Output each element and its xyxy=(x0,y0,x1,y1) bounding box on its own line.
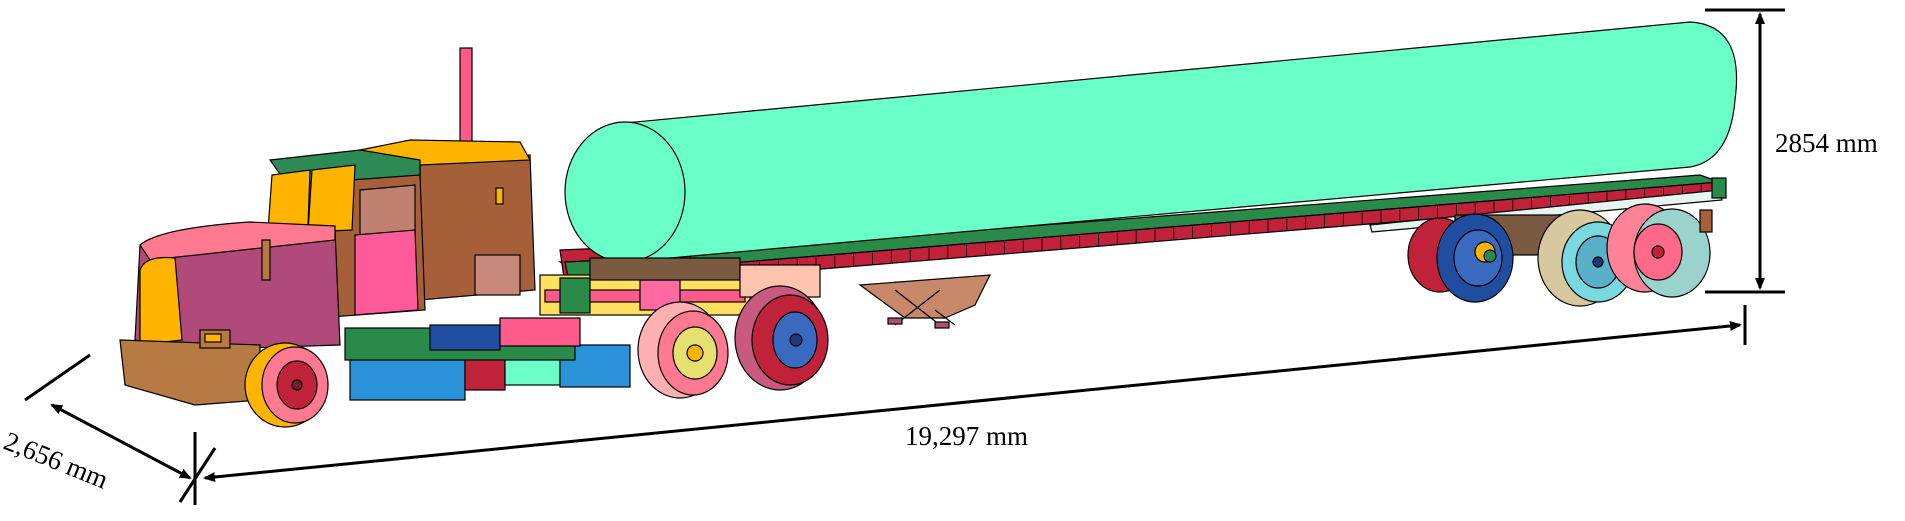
length-dimension: 19,297 mm xyxy=(178,305,1747,505)
width-label: 2,656 mm xyxy=(0,426,113,495)
height-dimension: 2854 mm xyxy=(1705,8,1878,294)
tank-body xyxy=(624,21,1738,263)
flatbed-trailer xyxy=(557,174,1727,329)
cab-window-front xyxy=(267,169,311,231)
front-bumper xyxy=(119,339,261,406)
side-mirror xyxy=(261,239,271,281)
cab-door xyxy=(354,229,419,316)
height-label: 2854 mm xyxy=(1775,128,1878,158)
grille xyxy=(139,256,183,346)
front-wheel xyxy=(244,342,329,428)
width-extension-left xyxy=(24,353,91,402)
rear-axle-assembly xyxy=(1407,177,1727,307)
fuel-tank xyxy=(349,359,466,401)
tank-cargo xyxy=(564,21,1738,263)
hood-top xyxy=(139,221,336,261)
sleeper-light xyxy=(495,187,504,205)
cab-window-front-2 xyxy=(307,164,356,233)
fifth-wheel xyxy=(589,257,741,281)
landing-gear xyxy=(858,274,992,329)
tank-end-cap xyxy=(564,121,686,263)
width-arrow-line xyxy=(50,403,192,480)
exhaust-stack xyxy=(459,47,473,149)
sleeper-window xyxy=(474,254,521,296)
length-arrow-line xyxy=(203,321,1742,482)
length-label: 19,297 mm xyxy=(905,421,1028,451)
